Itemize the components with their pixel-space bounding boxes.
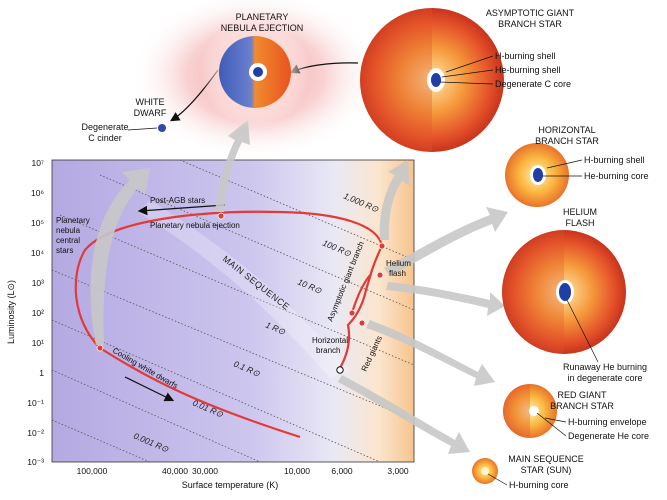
svg-text:BRANCH STAR: BRANCH STAR: [550, 401, 614, 411]
svg-text:PLANETARY: PLANETARY: [236, 12, 289, 22]
svg-text:Horizontal: Horizontal: [312, 336, 348, 345]
agb-layers: H-burning shell He-burning shell Degener…: [495, 51, 571, 89]
svg-text:central: central: [56, 236, 80, 245]
cooling-arrow: [124, 376, 175, 402]
horizontal-branch-label: Horizontal branch: [312, 336, 348, 355]
svg-text:flash: flash: [389, 269, 406, 278]
agb-core: [431, 73, 441, 87]
svg-text:H-burning shell: H-burning shell: [584, 155, 645, 165]
svg-text:HORIZONTAL: HORIZONTAL: [538, 125, 595, 135]
y-tick: 10⁻³: [27, 457, 44, 467]
y-tick: 10⁵: [31, 218, 44, 228]
svg-text:Degenerate C core: Degenerate C core: [495, 79, 571, 89]
y-tick: 10³: [32, 278, 44, 288]
white-dwarf: [158, 124, 166, 132]
svg-text:ASYMPTOTIC GIANT: ASYMPTOTIC GIANT: [486, 8, 575, 18]
svg-text:in degenerate core: in degenerate core: [567, 373, 642, 383]
wd-title: WHITE DWARF: [134, 97, 167, 118]
hf-note: Runaway He burning in degenerate core: [563, 362, 647, 383]
svg-text:Helium: Helium: [386, 259, 411, 268]
rg-core: [529, 406, 539, 416]
svg-text:He-burning core: He-burning core: [584, 171, 649, 181]
svg-text:BRANCH STAR: BRANCH STAR: [498, 19, 562, 29]
svg-text:WHITE: WHITE: [136, 97, 165, 107]
post-agb-label: Post-AGB stars: [150, 196, 205, 205]
pn-ejection-label: Planetary nebula ejection: [150, 221, 240, 230]
pn-central-label: Planetary nebula central stars: [56, 216, 90, 255]
y-tick: 10²: [32, 308, 44, 318]
x-tick: 100,000: [77, 466, 108, 476]
x-tick: 10,000: [284, 466, 310, 476]
x-tick: 3,000: [387, 466, 409, 476]
svg-text:NEBULA EJECTION: NEBULA EJECTION: [221, 23, 304, 33]
hf-title: HELIUM FLASH: [563, 207, 597, 228]
hf-core: [559, 283, 571, 301]
track-markers: [96, 212, 386, 352]
svg-text:H-burning shell: H-burning shell: [495, 51, 556, 61]
evolution-track: [74, 210, 384, 439]
helium-flash-label: Helium flash: [386, 259, 411, 278]
x-ticks: 100,000 40,000 30,000 10,000 6,000 3,000: [77, 466, 409, 476]
main-sequence-band: [138, 200, 350, 378]
hb-layers: H-burning shell He-burning core: [584, 155, 649, 181]
pn-title: PLANETARY NEBULA EJECTION: [221, 12, 304, 33]
svg-text:Degenerate He core: Degenerate He core: [568, 431, 649, 441]
rg-layers: H-burning envelope Degenerate He core: [568, 417, 649, 441]
y-tick: 10⁻²: [27, 428, 44, 438]
svg-text:Planetary: Planetary: [56, 216, 90, 225]
svg-text:MAIN SEQUENCE: MAIN SEQUENCE: [508, 454, 584, 464]
stage-arrows: [90, 120, 508, 454]
svg-text:H-burning envelope: H-burning envelope: [568, 417, 647, 427]
svg-text:STAR (SUN): STAR (SUN): [521, 465, 572, 475]
svg-text:RED GIANT: RED GIANT: [557, 390, 607, 400]
svg-text:He-burning shell: He-burning shell: [495, 65, 561, 75]
sun-title: MAIN SEQUENCE STAR (SUN): [508, 454, 584, 475]
y-ticks: 10⁷ 10⁶ 10⁵ 10⁴ 10³ 10² 10¹ 1 10⁻¹ 10⁻² …: [27, 158, 44, 467]
hb-title: HORIZONTAL BRANCH STAR: [535, 125, 599, 146]
svg-text:Runaway He burning: Runaway He burning: [563, 362, 647, 372]
y-tick: 10¹: [32, 338, 44, 348]
svg-text:C cinder: C cinder: [88, 133, 122, 143]
x-tick: 40,000: [162, 466, 188, 476]
post-agb-arrow: [137, 204, 226, 216]
radius-lines: [51, 159, 415, 463]
agb-title: ASYMPTOTIC GIANT BRANCH STAR: [486, 8, 575, 29]
sun-marker: [336, 366, 344, 374]
agb-leaders: [439, 55, 494, 85]
x-axis-label: Surface temperature (K): [182, 480, 279, 490]
y-tick: 1: [39, 368, 44, 378]
svg-text:FLASH: FLASH: [565, 218, 594, 228]
y-tick: 10⁴: [31, 248, 44, 258]
rg-title: RED GIANT BRANCH STAR: [550, 390, 614, 411]
y-tick: 10⁻¹: [27, 398, 44, 408]
svg-text:BRANCH STAR: BRANCH STAR: [535, 136, 599, 146]
svg-text:Degenerate: Degenerate: [81, 122, 128, 132]
hb-core: [533, 168, 543, 182]
y-tick: 10⁷: [31, 158, 44, 168]
y-axis-label: Luminosity (L⊙): [6, 280, 16, 344]
svg-text:DWARF: DWARF: [134, 108, 167, 118]
wd-note: Degenerate C cinder: [81, 122, 128, 143]
y-tick: 10⁶: [31, 188, 44, 198]
svg-text:branch: branch: [316, 346, 340, 355]
sun-layer: H-burning core: [509, 480, 569, 490]
x-tick: 30,000: [192, 466, 218, 476]
svg-text:nebula: nebula: [56, 226, 81, 235]
svg-text:HELIUM: HELIUM: [563, 207, 597, 217]
x-tick: 6,000: [331, 466, 353, 476]
svg-text:stars: stars: [56, 246, 73, 255]
